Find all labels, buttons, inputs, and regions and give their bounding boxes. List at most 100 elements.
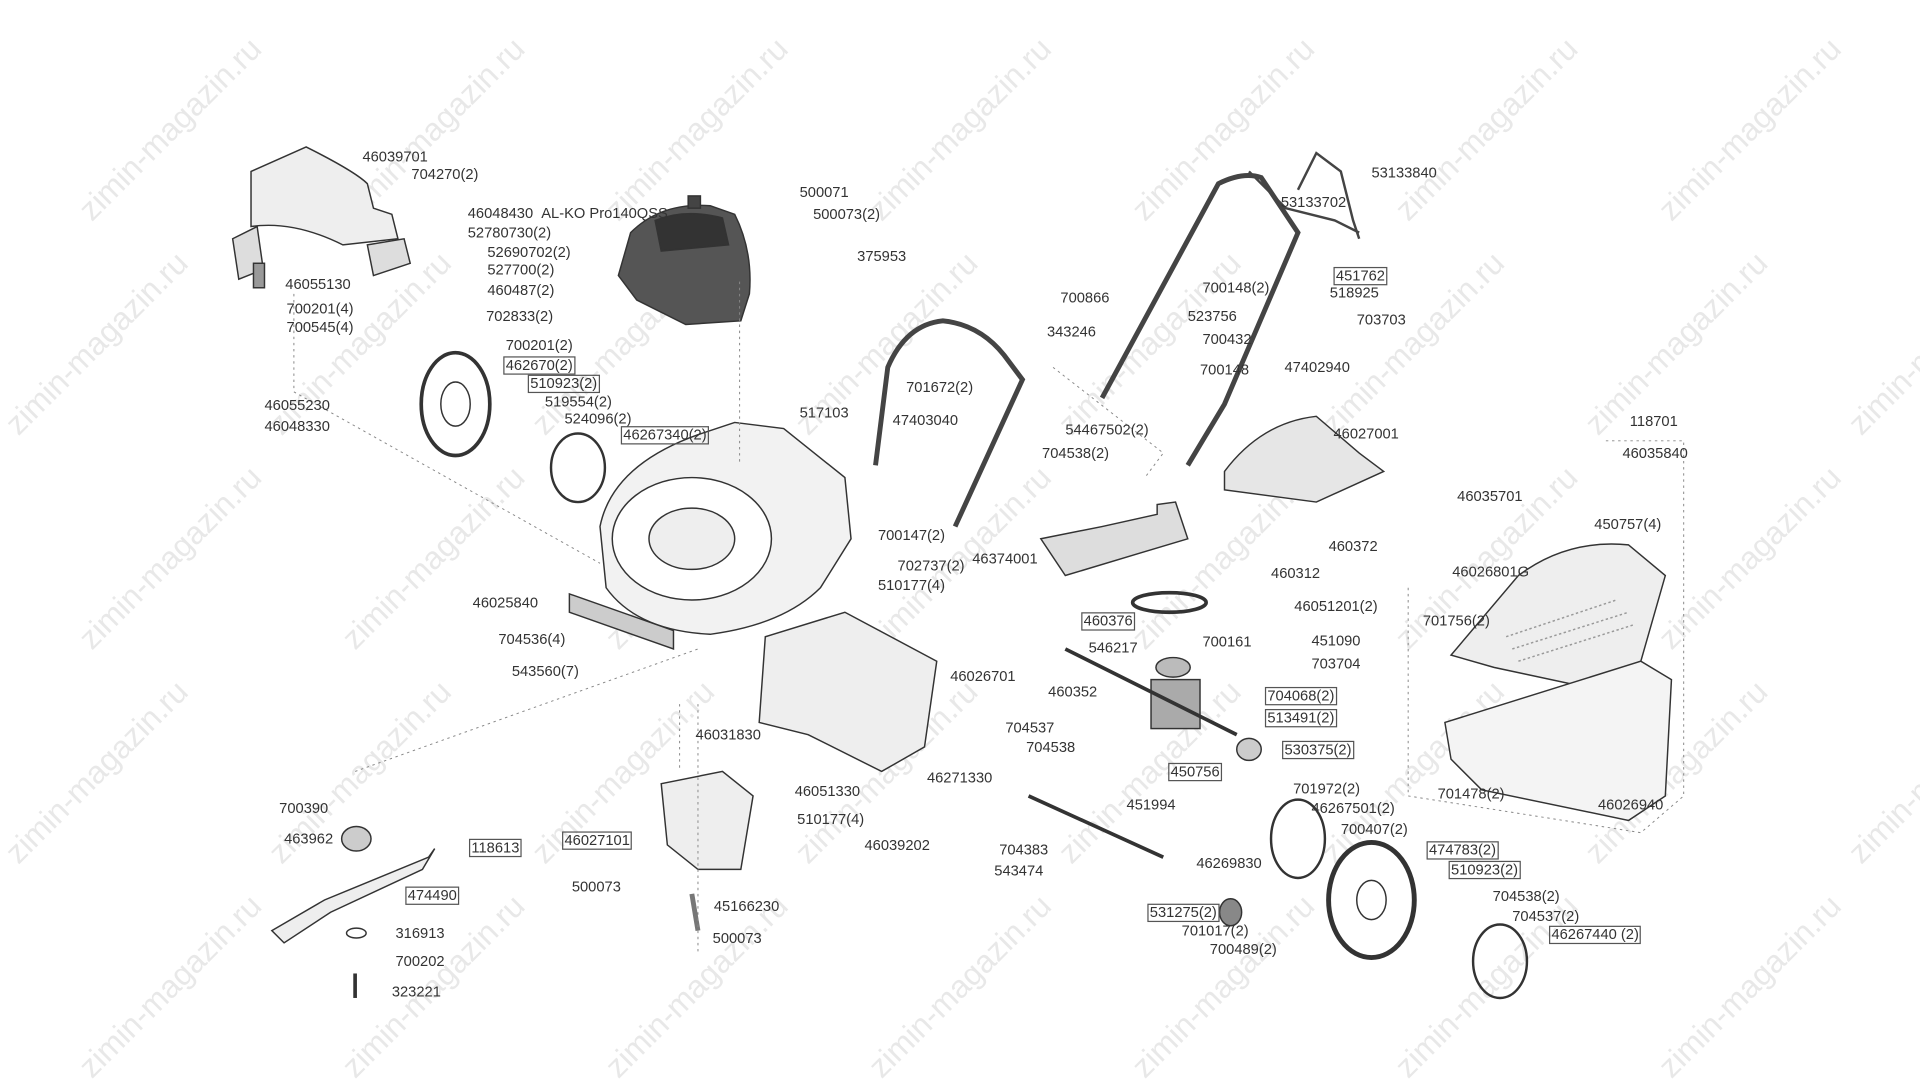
part-number-label[interactable]: 46055230: [264, 396, 330, 414]
part-number-label[interactable]: 460487(2): [487, 281, 555, 299]
part-number-label[interactable]: 704270(2): [411, 165, 479, 183]
part-number-label[interactable]: 46051330: [794, 782, 861, 800]
part-number-label[interactable]: 460376: [1081, 612, 1136, 631]
part-number-label[interactable]: 46026940: [1597, 795, 1664, 814]
part-number-label[interactable]: 46026701: [950, 667, 1016, 685]
part-number-label[interactable]: 46027001: [1333, 424, 1399, 443]
part-number-label[interactable]: 700489(2): [1209, 940, 1277, 958]
part-number-label[interactable]: 323221: [391, 983, 441, 1001]
engine-model-label[interactable]: AL-KO Pro140QSS: [541, 204, 668, 222]
part-number-label[interactable]: 702737(2): [897, 557, 965, 575]
part-number-label[interactable]: 500073: [571, 877, 621, 896]
part-number-label[interactable]: 510177(4): [877, 576, 945, 594]
part-number-label[interactable]: 518925: [1329, 284, 1379, 302]
part-number-label[interactable]: 701478(2): [1437, 784, 1505, 803]
part-number-label[interactable]: 53133840: [1371, 164, 1437, 182]
part-number-label[interactable]: 450756: [1168, 762, 1223, 782]
part-number-label[interactable]: 45166230: [713, 897, 780, 915]
part-number-label[interactable]: 474783(2): [1426, 841, 1499, 860]
part-number-label[interactable]: 463962: [284, 830, 334, 848]
part-number-label[interactable]: 460352: [1048, 683, 1098, 701]
part-number-label[interactable]: 474490: [405, 886, 460, 905]
part-number-label[interactable]: 700147(2): [877, 526, 945, 544]
part-number-label[interactable]: 460312: [1271, 564, 1321, 582]
part-number-label[interactable]: 46267501(2): [1311, 799, 1395, 817]
part-number-label[interactable]: 500071: [799, 183, 849, 201]
part-number-label[interactable]: 524096(2): [564, 410, 632, 428]
part-number-label[interactable]: 510923(2): [527, 374, 600, 394]
part-number-label[interactable]: 704538(2): [1042, 444, 1110, 462]
part-number-label[interactable]: 462670(2): [503, 356, 576, 375]
part-number-label[interactable]: 46271330: [926, 768, 993, 787]
part-number-label[interactable]: 531275(2): [1147, 903, 1220, 923]
part-number-label[interactable]: 52690702(2): [487, 243, 571, 261]
part-number-label[interactable]: 546217: [1088, 639, 1138, 657]
part-number-label[interactable]: 543560(7): [511, 662, 579, 680]
part-number-label[interactable]: 523756: [1187, 307, 1237, 325]
part-number-label[interactable]: 450757(4): [1594, 515, 1662, 533]
part-number-label[interactable]: 46035701: [1457, 487, 1523, 505]
part-number-label[interactable]: 46055130: [285, 275, 351, 293]
part-number-label[interactable]: 46051201(2): [1294, 597, 1378, 615]
part-number-label[interactable]: 47402940: [1284, 358, 1350, 376]
part-number-label[interactable]: 543474: [994, 862, 1044, 880]
part-number-label[interactable]: 704537(2): [1512, 907, 1580, 925]
part-number-label[interactable]: 451762: [1333, 266, 1388, 286]
part-number-label[interactable]: 118613: [468, 838, 522, 858]
part-number-label[interactable]: 700201(4): [286, 300, 354, 318]
part-number-label[interactable]: 704538(2): [1492, 887, 1560, 905]
part-number-label[interactable]: 513491(2): [1264, 708, 1337, 728]
part-number-label[interactable]: 500073(2): [813, 205, 881, 223]
part-number-label[interactable]: 451994: [1126, 795, 1176, 814]
part-number-label[interactable]: 527700(2): [487, 260, 555, 278]
part-number-label[interactable]: 118701: [1629, 412, 1678, 430]
part-number-label[interactable]: 46048330: [264, 417, 330, 435]
part-number-label[interactable]: 703703: [1356, 311, 1406, 329]
part-number-label[interactable]: 701756(2): [1422, 612, 1490, 630]
part-number-label[interactable]: 701017(2): [1181, 922, 1249, 940]
part-number-label[interactable]: 700390: [279, 799, 329, 817]
part-number-label[interactable]: 46269830: [1196, 854, 1262, 872]
part-number-label[interactable]: 46267440 (2): [1548, 925, 1642, 945]
part-number-label[interactable]: 46031830: [695, 726, 761, 744]
part-number-label[interactable]: 46035840: [1622, 444, 1688, 462]
part-number-label[interactable]: 46048430: [467, 204, 534, 222]
part-number-label[interactable]: 519554(2): [544, 393, 612, 411]
part-number-label[interactable]: 46039202: [864, 836, 930, 854]
part-number-label[interactable]: 500073: [712, 929, 762, 947]
part-number-label[interactable]: 52780730(2): [467, 224, 552, 242]
part-number-label[interactable]: 700545(4): [286, 318, 354, 336]
part-number-label[interactable]: 700407(2): [1340, 820, 1408, 838]
part-number-label[interactable]: 46374001: [972, 549, 1038, 567]
part-number-label[interactable]: 700432: [1202, 330, 1252, 348]
part-number-label[interactable]: 316913: [395, 924, 445, 942]
part-number-label[interactable]: 700866: [1060, 288, 1110, 307]
part-number-label[interactable]: 700202: [395, 952, 445, 970]
part-number-label[interactable]: 700148(2): [1202, 279, 1270, 297]
part-number-label[interactable]: 704536(4): [498, 630, 566, 648]
part-number-label[interactable]: 704537: [1005, 718, 1055, 736]
part-number-label[interactable]: 53133702: [1280, 193, 1347, 211]
part-number-label[interactable]: 701972(2): [1293, 780, 1361, 798]
part-number-label[interactable]: 343246: [1046, 323, 1096, 341]
part-number-label[interactable]: 54467502(2): [1065, 421, 1149, 439]
part-number-label[interactable]: 701672(2): [906, 378, 974, 396]
part-number-label[interactable]: 517103: [799, 404, 849, 422]
part-number-label[interactable]: 46027101: [562, 831, 633, 850]
part-number-label[interactable]: 704068(2): [1264, 686, 1337, 706]
part-number-label[interactable]: 46026801G: [1452, 563, 1530, 581]
part-number-label[interactable]: 704538: [1026, 738, 1076, 756]
part-number-label[interactable]: 703704: [1311, 655, 1361, 673]
part-number-label[interactable]: 510923(2): [1448, 860, 1521, 880]
part-number-label[interactable]: 460372: [1328, 537, 1378, 555]
part-number-label[interactable]: 700148: [1200, 361, 1250, 379]
part-number-label[interactable]: 375953: [857, 247, 907, 265]
part-number-label[interactable]: 700201(2): [505, 336, 573, 354]
part-number-label[interactable]: 46025840: [472, 593, 539, 612]
part-number-label[interactable]: 46267340(2): [620, 426, 710, 445]
part-number-label[interactable]: 451090: [1311, 631, 1361, 649]
part-number-label[interactable]: 46039701: [362, 148, 428, 166]
part-number-label[interactable]: 702833(2): [486, 307, 554, 325]
part-number-label[interactable]: 700161: [1202, 633, 1252, 651]
part-number-label[interactable]: 704383: [999, 841, 1049, 859]
